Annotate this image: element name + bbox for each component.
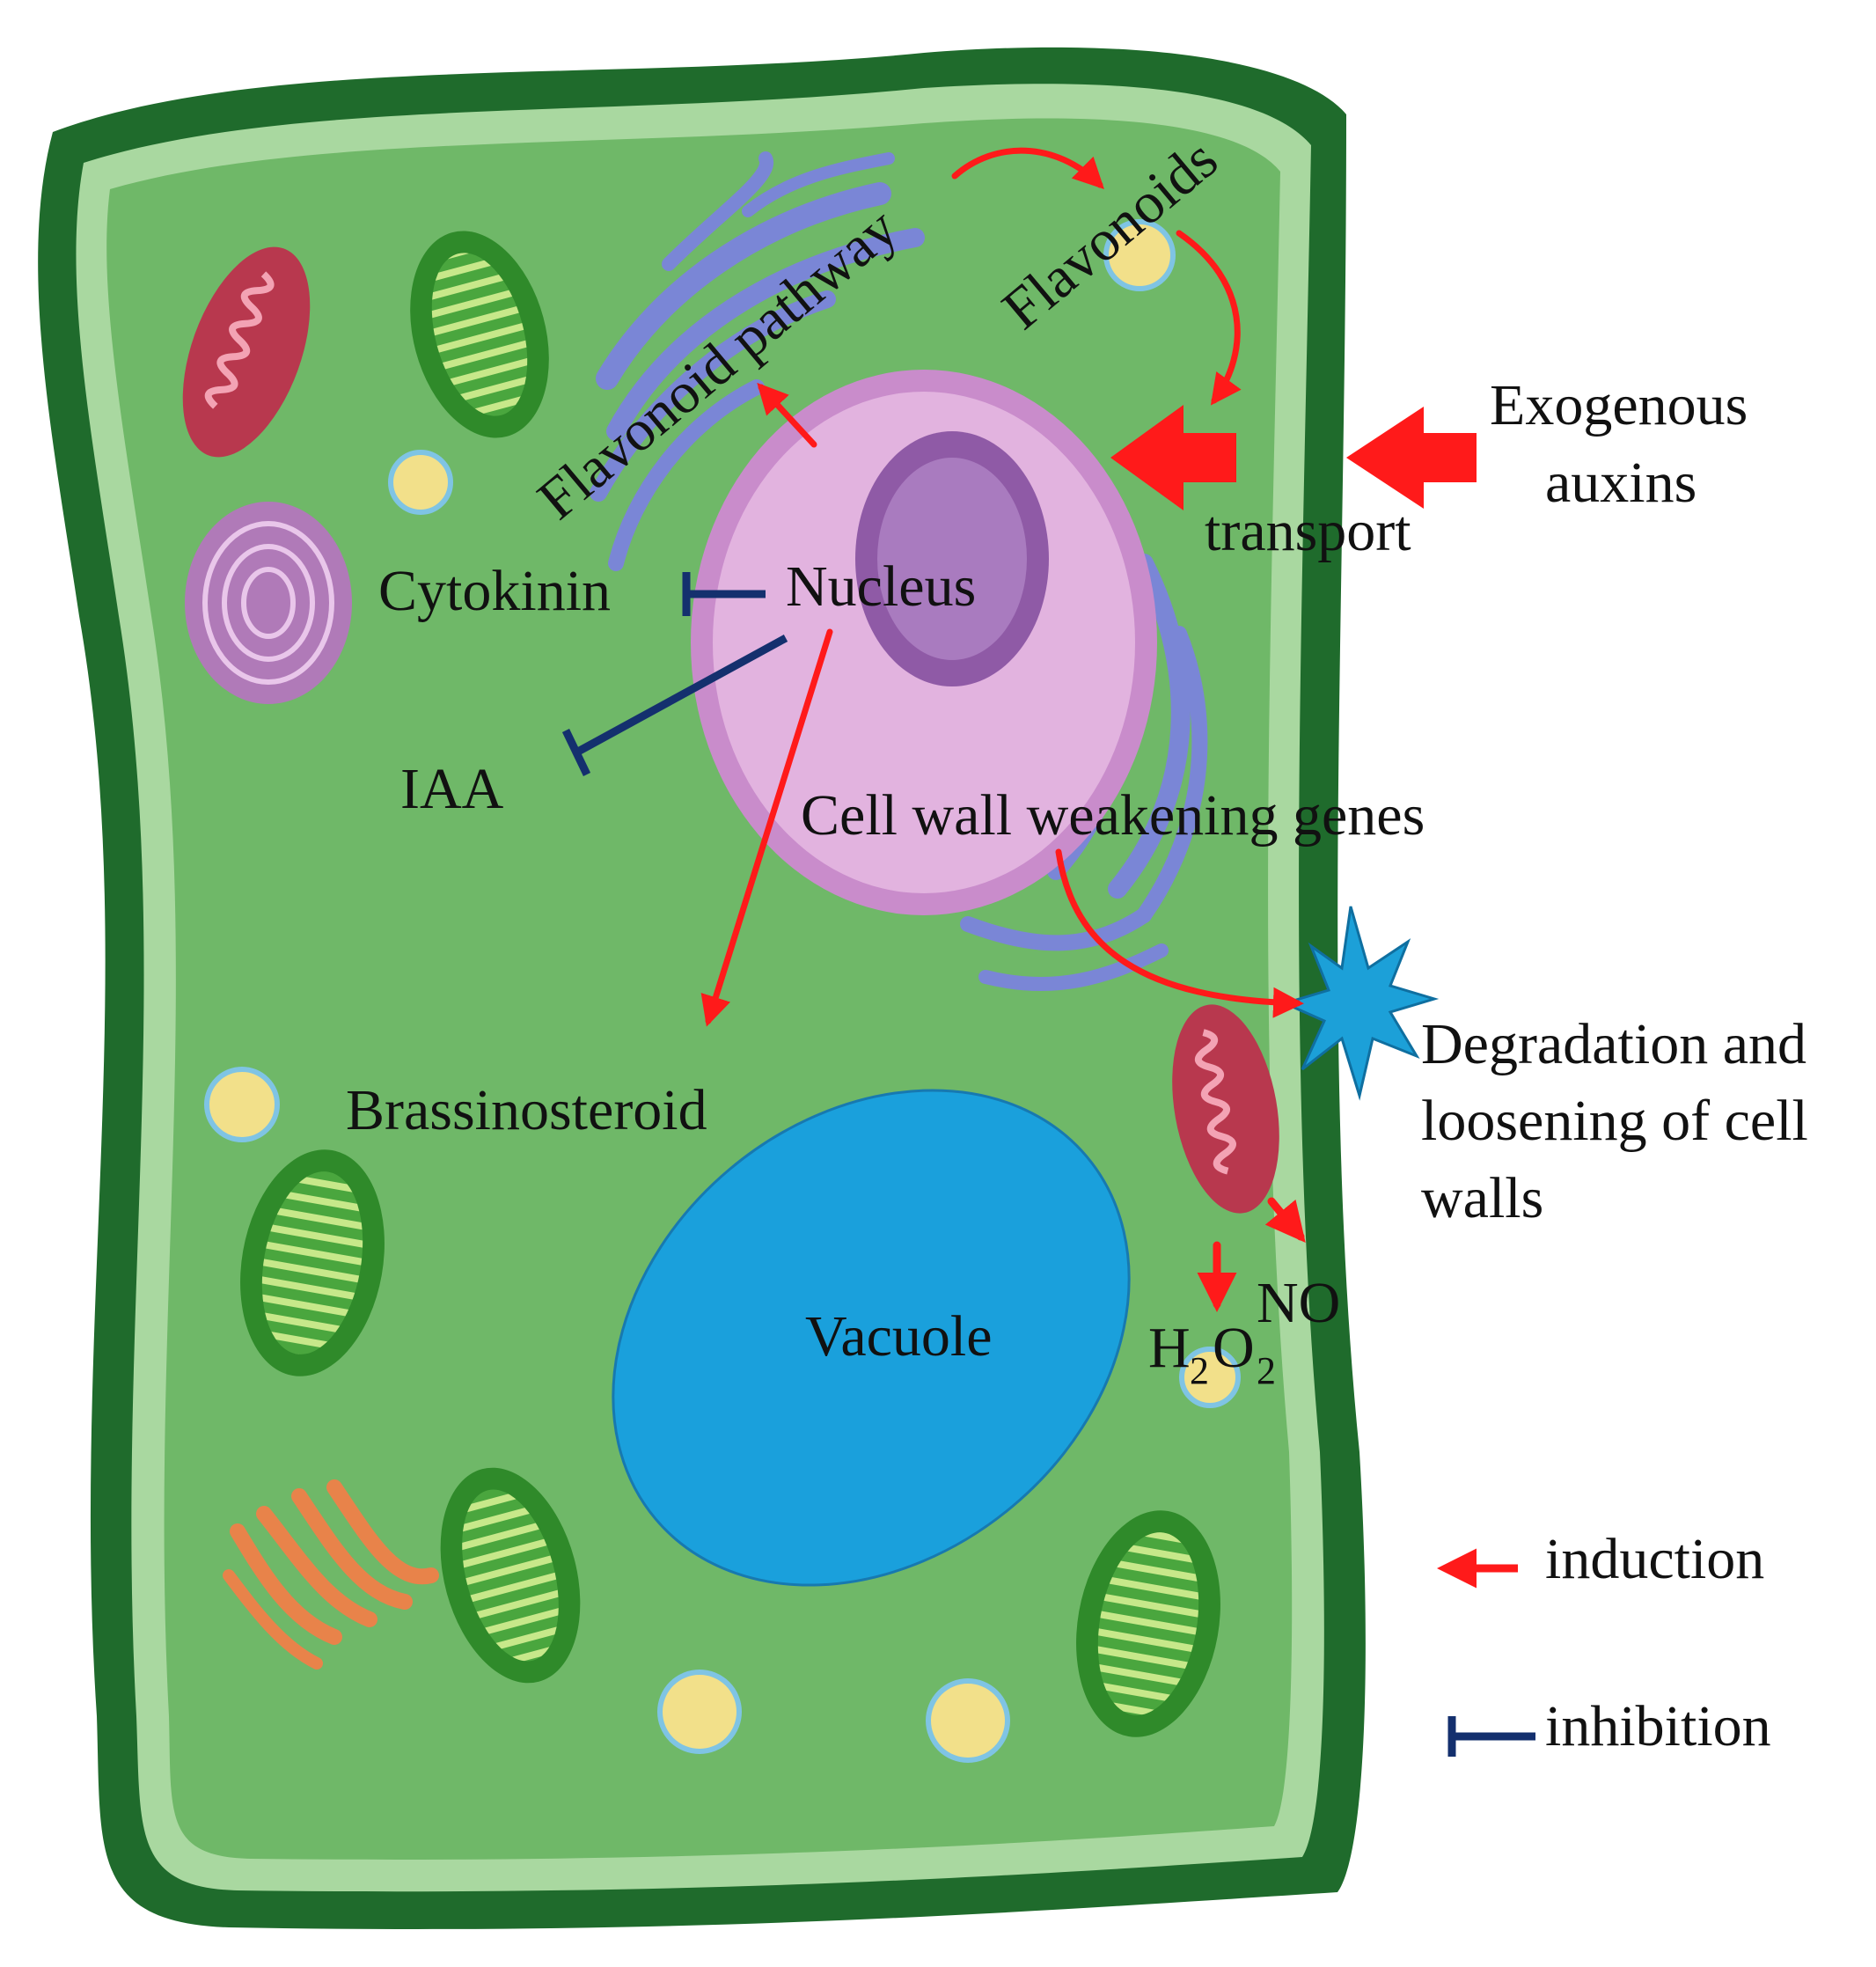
label-exogenous: Exogenous [1490, 373, 1748, 437]
label-h2o2-sub1: 2 [1190, 1349, 1209, 1392]
chloroplast [1076, 1510, 1220, 1737]
chloroplast [410, 231, 549, 438]
arrow-nucleus-to-flavonoid-pathway [757, 382, 817, 448]
induction-arrows [700, 147, 1306, 1312]
arrow-flavonoids-to-nucleus [1176, 230, 1242, 406]
vesicle [926, 1678, 1010, 1763]
chloroplasts [240, 231, 1220, 1737]
mitochondrion [1172, 1004, 1279, 1214]
label-no: NO [1257, 1271, 1340, 1335]
golgi-apparatus [223, 1479, 439, 1670]
label-h2o2-h: H [1148, 1316, 1191, 1380]
vesicle [204, 1067, 280, 1142]
spiral-organelle [185, 502, 352, 704]
inhibition-nucleus-iaa-bar [561, 729, 591, 776]
chloroplast [240, 1149, 385, 1376]
label-degradation-line1: Degradation and [1421, 1012, 1806, 1076]
nucleolus [877, 458, 1027, 660]
legend: induction inhibition [1437, 1527, 1771, 1758]
nucleus [691, 370, 1157, 915]
vesicle [388, 450, 453, 515]
arrow-mitochondrion-to-no [1264, 1197, 1306, 1243]
exogenous-auxin-arrow [1346, 407, 1477, 509]
label-auxins: auxins [1545, 451, 1696, 515]
label-degradation-line2: loosening of cell [1421, 1089, 1808, 1153]
label-cell-wall-weakening-genes: Cell wall weakening genes [801, 783, 1425, 848]
legend-inhibition: inhibition [1447, 1694, 1771, 1758]
label-h2o2-sub2: 2 [1257, 1349, 1276, 1392]
label-cytokinin: Cytokinin [378, 559, 611, 623]
legend-inhibition-label: inhibition [1545, 1694, 1771, 1758]
arrow-pathway-to-flavonoids [951, 147, 1104, 189]
arrow-nucleus-to-brassinosteroid [700, 628, 833, 1027]
inhibition-arrows [561, 572, 788, 776]
inhibition-nucleus-iaa [574, 635, 788, 756]
legend-induction: induction [1437, 1527, 1764, 1591]
label-vacuole: Vacuole [805, 1304, 993, 1369]
label-brassinosteroid: Brassinosteroid [346, 1078, 707, 1142]
label-h2o2-o: O [1213, 1316, 1255, 1380]
transport-arrow-into-nucleus [1110, 405, 1236, 510]
chloroplast [440, 1467, 581, 1684]
label-nucleus: Nucleus [786, 554, 976, 619]
mitochondria [182, 246, 1279, 1214]
label-h2o2: H 2 O 2 [1148, 1316, 1276, 1392]
arrow-genes-to-degradation [1055, 848, 1304, 1018]
label-iaa: IAA [400, 757, 504, 821]
degradation-burst-icon [1280, 906, 1440, 1101]
vesicle [657, 1670, 742, 1754]
label-transport: transport [1205, 499, 1411, 563]
mitochondrion [182, 246, 311, 458]
vesicle [1179, 1347, 1241, 1408]
legend-induction-label: induction [1545, 1527, 1764, 1591]
vesicle [1103, 219, 1176, 291]
vacuole [612, 1089, 1131, 1587]
vesicles [204, 219, 1241, 1763]
label-degradation-line3: walls [1421, 1166, 1543, 1230]
